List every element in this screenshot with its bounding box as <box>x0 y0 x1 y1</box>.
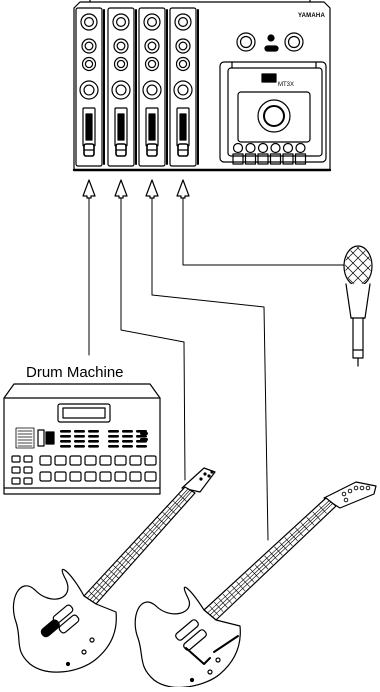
cable-microphone <box>182 197 346 266</box>
up-arrow-icon <box>176 179 190 199</box>
drum-pad <box>84 471 97 482</box>
drum-machine-pads <box>11 455 157 485</box>
drum-pad <box>99 471 112 482</box>
up-arrow-icon <box>82 179 96 199</box>
knob <box>113 38 129 54</box>
cables <box>88 197 346 541</box>
knob <box>79 80 99 100</box>
multitrack-recorder <box>72 0 332 172</box>
drum-pad <box>114 455 127 466</box>
model-label: MT3X <box>278 82 295 88</box>
knob <box>143 13 161 31</box>
cassette-deck <box>219 61 327 165</box>
channel-strip <box>169 7 199 167</box>
drum-machine-icon <box>3 383 161 495</box>
channel-strip <box>107 7 137 167</box>
knob <box>142 80 162 100</box>
drum-pad <box>69 455 82 466</box>
knob <box>144 38 160 54</box>
cable-guitar-2 <box>151 197 269 541</box>
drum-pad <box>144 471 157 482</box>
electric-guitar-icon <box>12 467 216 673</box>
knob <box>112 13 130 31</box>
up-arrow-icon <box>145 179 159 199</box>
drum-pad <box>144 455 157 466</box>
transport-button <box>245 142 256 154</box>
drum-pad <box>114 471 127 482</box>
master-section <box>236 32 304 52</box>
knob <box>113 56 129 72</box>
transport-buttons <box>232 142 307 165</box>
knob <box>174 13 192 31</box>
knob <box>144 56 160 72</box>
channel-strips <box>75 7 199 167</box>
drum-pad <box>129 471 142 482</box>
knob <box>81 38 97 54</box>
channel-strip <box>75 7 105 167</box>
drum-pad <box>39 471 52 482</box>
drum-pad <box>54 471 67 482</box>
drum-pad <box>54 455 67 466</box>
drum-machine-label: Drum Machine <box>26 364 124 381</box>
electric-guitar-icon <box>134 481 377 688</box>
microphone-icon <box>343 245 373 367</box>
drum-machine-keys <box>60 430 148 448</box>
knob <box>81 56 97 72</box>
drum-pad <box>69 471 82 482</box>
brand-label: YAMAHA <box>298 13 325 19</box>
cable-guitar-1 <box>120 197 186 481</box>
channel-strip <box>138 7 168 167</box>
transport-button <box>270 142 281 154</box>
transport-button <box>295 142 306 154</box>
transport-button <box>282 142 294 154</box>
up-arrow-icon <box>114 179 128 199</box>
knob <box>175 38 191 54</box>
knob <box>175 56 191 72</box>
input-arrows <box>82 179 190 199</box>
knob <box>173 80 193 100</box>
knob <box>111 80 131 100</box>
transport-button <box>257 142 269 154</box>
drum-pad <box>39 455 52 466</box>
drum-pad <box>99 455 112 466</box>
drum-pad <box>129 455 142 466</box>
transport-button <box>232 142 244 154</box>
knob <box>80 13 98 31</box>
drum-pad <box>84 455 97 466</box>
